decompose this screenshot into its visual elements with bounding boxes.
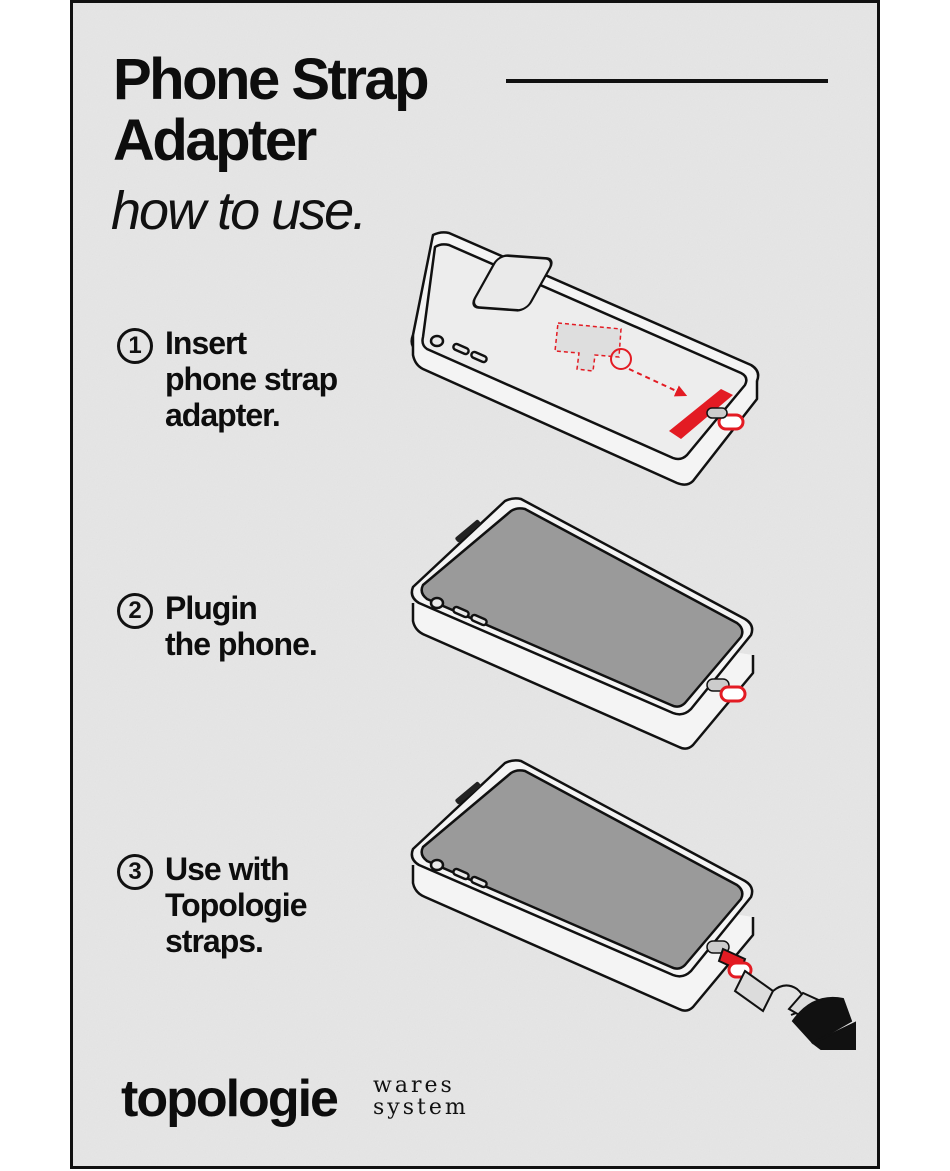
strap-hardware bbox=[717, 947, 856, 1050]
adapter-inserted bbox=[669, 389, 745, 439]
step-3-number: 3 bbox=[117, 854, 153, 890]
phone-illustrations bbox=[410, 231, 856, 1050]
poster-title: Phone Strap Adapter bbox=[113, 47, 430, 173]
step-1-number: 1 bbox=[117, 328, 153, 364]
step-3-line-2: Topologie bbox=[165, 887, 307, 923]
step-3-line-3: straps. bbox=[165, 923, 264, 959]
brand-tagline-line-2: system bbox=[373, 1095, 469, 1120]
title-rule bbox=[506, 79, 828, 83]
title-line-2: Adapter bbox=[113, 108, 317, 173]
adapter-outline bbox=[554, 322, 688, 397]
step-3: 3 Use with Topologie straps. bbox=[117, 851, 307, 959]
step-2-number: 2 bbox=[117, 593, 153, 629]
step-1-line-2: phone strap bbox=[165, 361, 338, 397]
poster-subtitle: how to use. bbox=[111, 181, 367, 241]
step-1-text: Insert phone strap adapter. bbox=[165, 325, 338, 433]
step-3-text: Use with Topologie straps. bbox=[165, 851, 307, 959]
step-2: 2 Plugin the phone. bbox=[117, 590, 318, 662]
instruction-poster: Phone Strap Adapter how to use. 1 Insert… bbox=[70, 0, 880, 1169]
step-1-line-3: adapter. bbox=[165, 397, 281, 433]
phone-in-case-illustration bbox=[410, 497, 755, 750]
step-2-text: Plugin the phone. bbox=[165, 590, 318, 662]
brand-tagline-line-1: wares bbox=[373, 1073, 455, 1098]
step-2-line-2: the phone. bbox=[165, 626, 318, 662]
step-1-line-1: Insert bbox=[165, 325, 247, 361]
brand-tagline: wares system bbox=[373, 1075, 469, 1119]
phone-with-strap-illustration bbox=[410, 759, 755, 1012]
step-2-line-1: Plugin bbox=[165, 590, 258, 626]
brand-logo: topologie bbox=[121, 1070, 339, 1128]
step-3-line-1: Use with bbox=[165, 851, 290, 887]
title-line-1: Phone Strap bbox=[113, 47, 430, 112]
step-1: 1 Insert phone strap adapter. bbox=[117, 325, 338, 433]
